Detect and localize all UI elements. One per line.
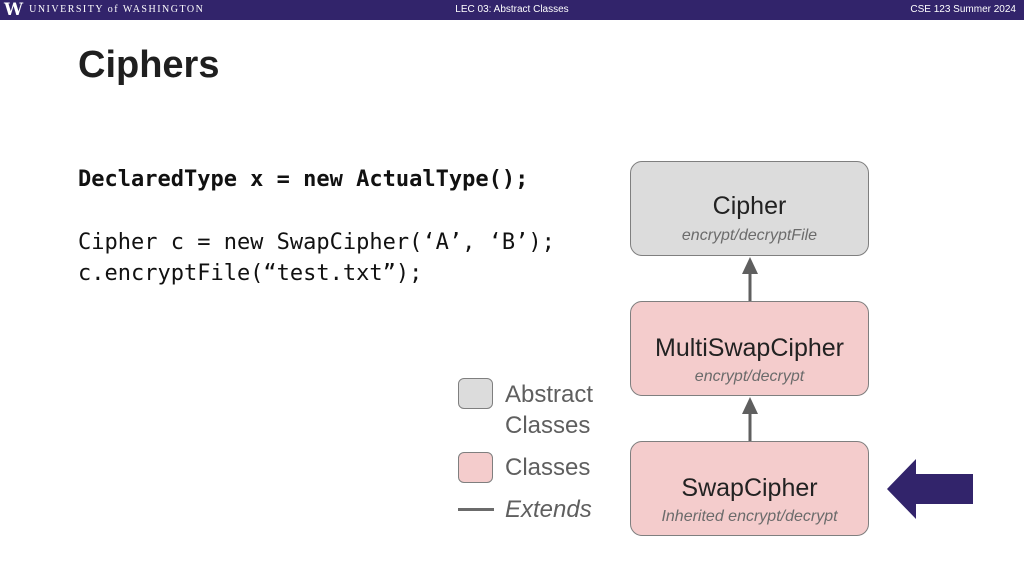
- multiswapcipher-class-methods: encrypt/decrypt: [694, 368, 805, 385]
- cipher-class-name: Cipher: [712, 192, 787, 220]
- swapcipher-class-box: SwapCipher Inherited encrypt/decrypt: [630, 441, 869, 536]
- code-line-call: c.encryptFile(“test.txt”);: [78, 261, 423, 286]
- slide-title: Ciphers: [78, 44, 220, 86]
- legend-extends-line: [458, 508, 494, 511]
- swapcipher-class-methods: Inherited encrypt/decrypt: [661, 508, 838, 525]
- uw-w-logo-icon: W: [4, 0, 24, 20]
- legend-classes-label: Classes: [505, 454, 591, 481]
- legend-abstract-label-line2: Classes: [505, 412, 591, 439]
- left-pointer-arrow-icon: [887, 459, 973, 519]
- university-name: UNIVERSITY of WASHINGTON: [29, 4, 205, 15]
- up-arrow-icon: [742, 257, 758, 301]
- header-banner: W UNIVERSITY of WASHINGTON LEC 03: Abstr…: [0, 0, 1024, 20]
- legend-classes-swatch: [458, 452, 493, 483]
- swapcipher-class-name: SwapCipher: [681, 474, 818, 502]
- code-line-declaration: DeclaredType x = new ActualType();: [78, 167, 529, 192]
- legend-abstract-label-line1: Abstract: [505, 381, 594, 408]
- cipher-class-methods: encrypt/decryptFile: [681, 227, 818, 244]
- legend-abstract-swatch: [458, 378, 493, 409]
- multiswapcipher-class-name: MultiSwapCipher: [655, 334, 844, 362]
- code-line-construct: Cipher c = new SwapCipher(‘A’, ‘B’);: [78, 230, 555, 255]
- course-name: CSE 123 Summer 2024: [910, 4, 1016, 15]
- up-arrow-icon: [742, 397, 758, 441]
- legend-extends-label: Extends: [505, 496, 592, 523]
- uw-logo: W UNIVERSITY of WASHINGTON: [4, 0, 204, 20]
- cipher-class-box: Cipher encrypt/decryptFile: [630, 161, 869, 256]
- multiswapcipher-class-box: MultiSwapCipher encrypt/decrypt: [630, 301, 869, 396]
- lecture-title: LEC 03: Abstract Classes: [455, 4, 569, 15]
